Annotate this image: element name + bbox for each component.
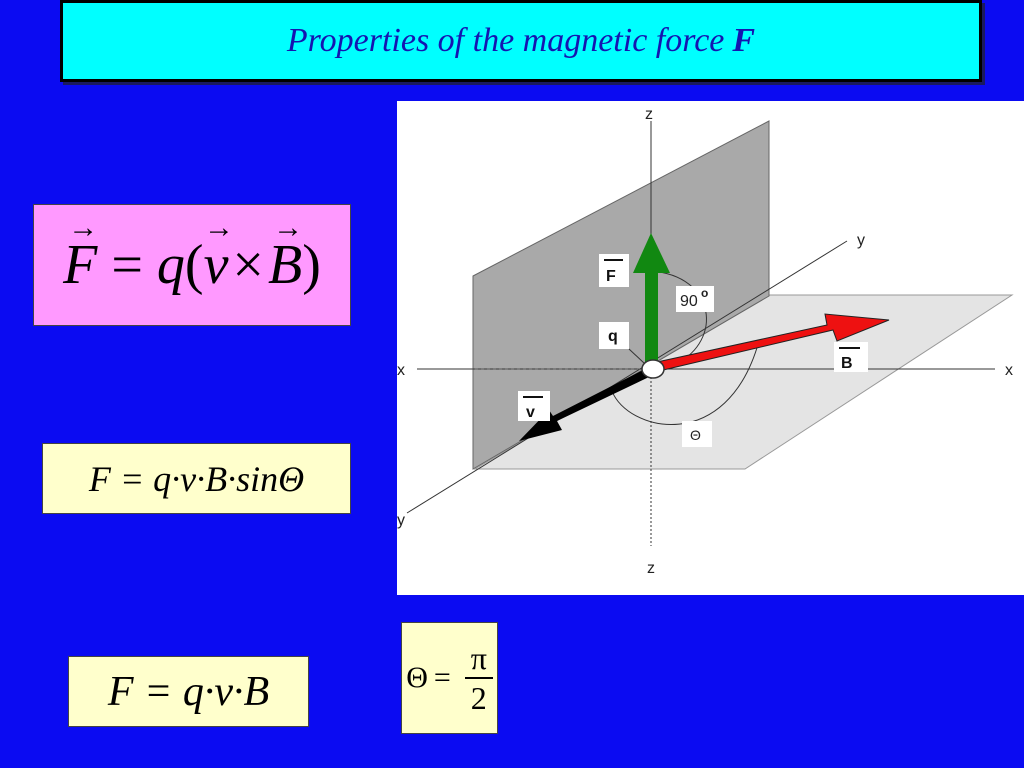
degree-mark: o bbox=[701, 286, 708, 300]
z-axis-label-bottom: z bbox=[647, 560, 655, 577]
field-vector-symbol: B bbox=[268, 233, 302, 297]
force-diagram: z z y y x x F B v q 90 o Θ bbox=[397, 106, 1014, 577]
left-paren: ( bbox=[184, 234, 204, 296]
angle-condition-box: Θ = π 2 bbox=[401, 622, 498, 734]
velocity-vector-label: v bbox=[526, 404, 535, 421]
title-box: Properties of the magnetic force F bbox=[60, 0, 982, 82]
title-force-symbol: F bbox=[732, 22, 756, 59]
force-diagram-panel: z z y y x x F B v q 90 o Θ bbox=[397, 101, 1024, 595]
cross-sign: × bbox=[232, 234, 265, 296]
slide-title: Properties of the magnetic force bbox=[286, 22, 725, 59]
y-axis bbox=[406, 240, 848, 514]
charge-leader bbox=[628, 348, 645, 364]
charge-label-box bbox=[599, 322, 629, 349]
x-axis-label-left: x bbox=[397, 362, 405, 379]
charge-label: q bbox=[608, 328, 618, 345]
theta-label-box bbox=[682, 421, 712, 447]
cross-product-formula: F = q ( v × B ) bbox=[63, 233, 321, 297]
angle-90-label-box bbox=[676, 286, 714, 312]
y-axis-label-bottom: y bbox=[397, 512, 405, 529]
cross-product-equation-box: F = q ( v × B ) bbox=[33, 204, 351, 326]
right-paren: ) bbox=[302, 234, 321, 296]
z-axis-label-top: z bbox=[645, 106, 653, 123]
velocity-vector-symbol: v bbox=[204, 233, 229, 297]
charge-dot bbox=[641, 359, 665, 379]
perpendicular-formula: F = q·v·B bbox=[107, 668, 270, 715]
force-vector-symbol: F bbox=[63, 233, 97, 297]
fraction-denominator: 2 bbox=[470, 680, 487, 716]
fraction-bar bbox=[464, 677, 493, 679]
field-arrow bbox=[656, 313, 890, 372]
x-axis-label-right: x bbox=[1005, 362, 1013, 379]
force-arrow-shaft bbox=[645, 271, 658, 366]
velocity-arrow bbox=[519, 368, 649, 441]
equals-sign: = bbox=[111, 234, 143, 296]
pi-over-two-fraction: π 2 bbox=[464, 639, 493, 717]
sine-equation-box: F = q·v·B·sinΘ bbox=[42, 443, 351, 514]
theta-symbol: Θ bbox=[406, 661, 428, 694]
perpendicular-equation-box: F = q·v·B bbox=[68, 656, 309, 727]
angle-equals-sign: = bbox=[433, 661, 451, 694]
right-angle-label: 90 bbox=[680, 293, 698, 310]
theta-angle-label: Θ bbox=[690, 427, 701, 443]
angle-condition-formula: Θ = π 2 bbox=[406, 639, 493, 717]
force-arrow-head bbox=[633, 233, 670, 273]
vertical-plane bbox=[472, 120, 770, 470]
y-axis-label-top: y bbox=[857, 232, 865, 249]
fraction-numerator: π bbox=[470, 640, 487, 676]
sine-formula: F = q·v·B·sinΘ bbox=[88, 458, 305, 499]
force-vector-label: F bbox=[606, 268, 616, 285]
field-vector-label: B bbox=[841, 355, 853, 372]
angle-arc-theta bbox=[611, 340, 760, 425]
charge-symbol: q bbox=[156, 234, 185, 296]
